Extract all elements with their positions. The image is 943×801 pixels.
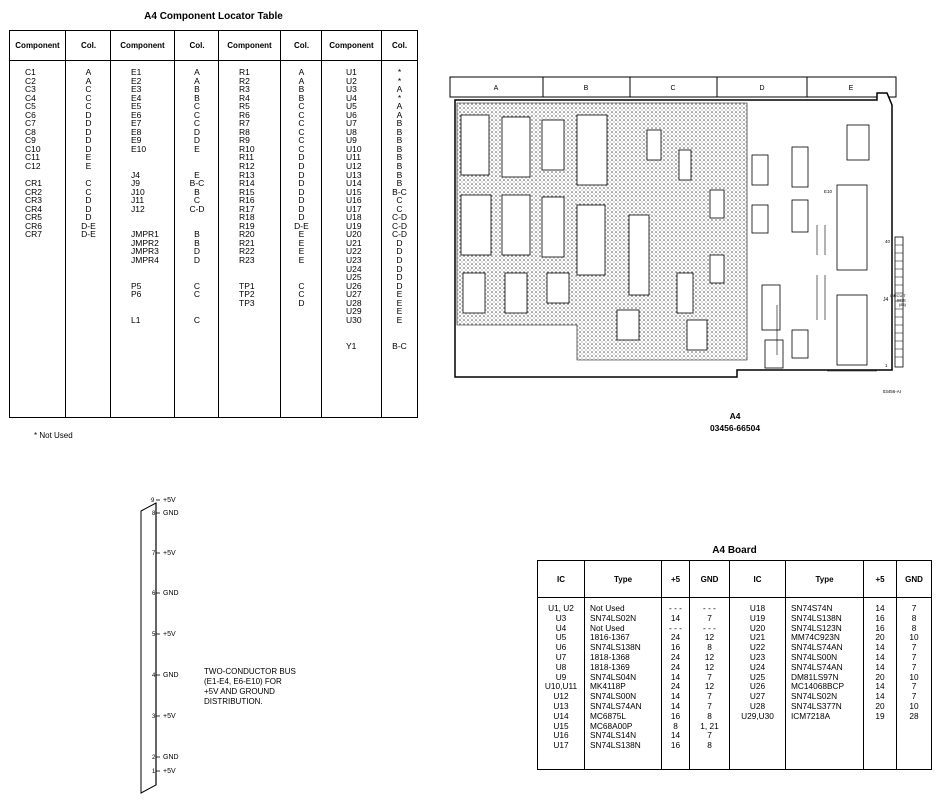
locator-group-3-component-column: Component R1 R2 R3 R4 R5 R6 R7 R8 R9 R10… [219, 31, 281, 417]
ic-power-table: IC U1, U2 U3 U4 U5 U6 U7 U8 U9 U10,U11 U… [537, 560, 932, 770]
component-header: Component [322, 31, 381, 61]
bus-label-5: +5V [163, 631, 176, 638]
plus5-list: - - - 14 - - - 24 16 24 24 14 24 14 14 1… [669, 603, 682, 751]
bus-pin-5: 5 [152, 632, 156, 638]
type-list: SN74S74N SN74LS138N SN74LS123N MM74C923N… [791, 603, 845, 721]
column-strip [449, 76, 897, 98]
silk-e10: E10 [824, 189, 833, 194]
a4-board-drawing: A B C D E [447, 75, 907, 395]
board-right-components [751, 124, 870, 369]
col-list: * * A * A A B B B B B B B B B-C C C C-D … [391, 67, 408, 351]
not-used-note: * Not Used [34, 431, 73, 440]
ic-table-title: A4 Board [712, 545, 757, 556]
col-header: Col. [66, 31, 111, 61]
locator-group-1: Component C1 C2 C3 C4 C5 C6 C7 C8 C9 C10… [10, 31, 111, 417]
component-list: E1 E2 E3 E4 E5 E6 E7 E8 E9 E10 J4 J9 J10… [131, 67, 159, 325]
bus-pin-3: 3 [152, 714, 156, 720]
bus-svg: 9 8 7 6 5 4 3 2 1 +5V GND +5V GND +5V GN… [140, 497, 179, 794]
column-label-a: A [494, 85, 499, 92]
header-type: Type [585, 561, 661, 598]
ic-column-1: IC U1, U2 U3 U4 U5 U6 U7 U8 U9 U10,U11 U… [538, 561, 585, 769]
col-header: Col. [382, 31, 417, 61]
column-label-d: D [759, 85, 764, 92]
edge-connector [894, 236, 904, 368]
connector-pin-40: 40 [885, 239, 891, 244]
locator-group-4: Component U1 U2 U3 U4 U5 U6 U7 U8 U9 U10… [322, 31, 417, 417]
locator-group-1-component-column: Component C1 C2 C3 C4 C5 C6 C7 C8 C9 C10… [10, 31, 66, 417]
bus-pin-8: 8 [152, 511, 156, 517]
bus-pin-1: 1 [152, 769, 156, 775]
header-gnd: GND [897, 561, 931, 598]
col-list: A A B B C C C C C C D D D D D D D D D-E … [294, 67, 309, 308]
col-list: A A C C C D D D D D E E C C D D D D-E D-… [81, 67, 96, 240]
bus-pin-6: 6 [152, 591, 156, 597]
plus5-column-1: +5 - - - 14 - - - 24 16 24 24 14 24 14 1… [662, 561, 690, 769]
bus-label-6: GND [163, 672, 179, 679]
silk-j4: J4 [883, 297, 889, 303]
ic-list: U1, U2 U3 U4 U5 U6 U7 U8 U9 U10,U11 U12 … [544, 603, 578, 751]
column-label-c: C [670, 85, 675, 92]
gnd-list: 7 8 8 10 7 7 7 10 7 7 10 28 [909, 603, 919, 721]
component-list: U1 U2 U3 U4 U5 U6 U7 U8 U9 U10 U11 U12 U… [346, 67, 362, 351]
locator-group-4-component-column: Component U1 U2 U3 U4 U5 U6 U7 U8 U9 U10… [322, 31, 382, 417]
locator-group-2-col-column: Col. A A B B C C C D D E E B-C B C C-D B… [175, 31, 219, 417]
silk-part-number: 03456-AI [883, 389, 901, 394]
header-gnd: GND [690, 561, 729, 598]
bus-pin-2: 2 [152, 755, 156, 761]
board-label-a4: A4 [729, 411, 741, 421]
locator-group-3: Component R1 R2 R3 R4 R5 R6 R7 R8 R9 R10… [219, 31, 322, 417]
bus-pin-7: 7 [152, 551, 156, 557]
locator-group-4-col-column: Col. * * A * A A B B B B B B B B B-C C C… [382, 31, 417, 417]
gnd-column-2: GND 7 8 8 10 7 7 7 10 7 7 10 28 [897, 561, 931, 769]
header-type: Type [786, 561, 863, 598]
board-resistors [776, 225, 877, 372]
type-column-2: Type SN74S74N SN74LS138N SN74LS123N MM74… [786, 561, 864, 769]
type-list: Not Used SN74LS02N Not Used 1816-1367 SN… [590, 603, 642, 751]
component-list: C1 C2 C3 C4 C5 C6 C7 C8 C9 C10 C11 C12 C… [25, 67, 43, 240]
board-svg: A B C D E [449, 76, 907, 394]
bus-pin-4: 4 [152, 673, 156, 679]
locator-group-1-col-column: Col. A A C C C D D D D D E E C C D D D D… [66, 31, 111, 417]
type-column-1: Type Not Used SN74LS02N Not Used 1816-13… [585, 561, 662, 769]
bus-label-3: +5V [163, 550, 176, 557]
ic-list: U18 U19 U20 U21 U22 U23 U24 U25 U26 U27 … [741, 603, 774, 721]
component-header: Component [219, 31, 280, 61]
board-ic-packages [460, 114, 725, 351]
locator-group-2: Component E1 E2 E3 E4 E5 E6 E7 E8 E9 E10… [111, 31, 219, 417]
bus-label-1: +5V [163, 497, 176, 504]
ic-column-2: IC U18 U19 U20 U21 U22 U23 U24 U25 U26 U… [730, 561, 786, 769]
bus-description: TWO-CONDUCTOR BUS (E1-E4, E6-E10) FOR +5… [204, 667, 296, 706]
header-plus5: +5 [864, 561, 896, 598]
component-header: Component [111, 31, 174, 61]
component-header: Component [10, 31, 65, 61]
locator-group-2-component-column: Component E1 E2 E3 E4 E5 E6 E7 E8 E9 E10… [111, 31, 175, 417]
column-label-e: E [849, 85, 854, 92]
bus-label-8: GND [163, 754, 179, 761]
component-list: R1 R2 R3 R4 R5 R6 R7 R8 R9 R10 R11 R12 R… [239, 67, 255, 308]
component-locator-table: Component C1 C2 C3 C4 C5 C6 C7 C8 C9 C10… [9, 30, 418, 418]
bus-label-4: GND [163, 590, 179, 597]
col-header: Col. [281, 31, 322, 61]
bus-label-9: +5V [163, 768, 176, 775]
bus-pin-9: 9 [151, 498, 155, 504]
bus-drawing: 9 8 7 6 5 4 3 2 1 +5V GND +5V GND +5V GN… [138, 495, 198, 795]
bus-bar [140, 502, 157, 794]
gnd-list: - - - 7 - - - 12 8 12 12 7 12 7 7 8 1, 2… [700, 603, 719, 751]
board-label-part-number: 03456-66504 [709, 423, 761, 433]
connector-pin-1: 1 [885, 363, 888, 368]
header-ic: IC [730, 561, 785, 598]
plus5-list: 14 16 16 20 14 14 14 20 14 14 20 19 [875, 603, 885, 721]
header-plus5: +5 [662, 561, 689, 598]
bus-label-2: GND [163, 510, 179, 517]
locator-table-title: A4 Component Locator Table [144, 11, 283, 22]
gnd-column-1: GND - - - 7 - - - 12 8 12 12 7 12 7 7 8 … [690, 561, 730, 769]
header-ic: IC [538, 561, 584, 598]
col-list: A A B B C C C D D E E B-C B C C-D B B D … [189, 67, 205, 325]
column-label-b: B [584, 85, 589, 92]
bus-label-7: +5V [163, 713, 176, 720]
plus5-column-2: +5 14 16 16 20 14 14 14 20 14 14 20 19 [864, 561, 897, 769]
locator-group-3-col-column: Col. A A B B C C C C C C D D D D D D D D… [281, 31, 322, 417]
col-header: Col. [175, 31, 219, 61]
